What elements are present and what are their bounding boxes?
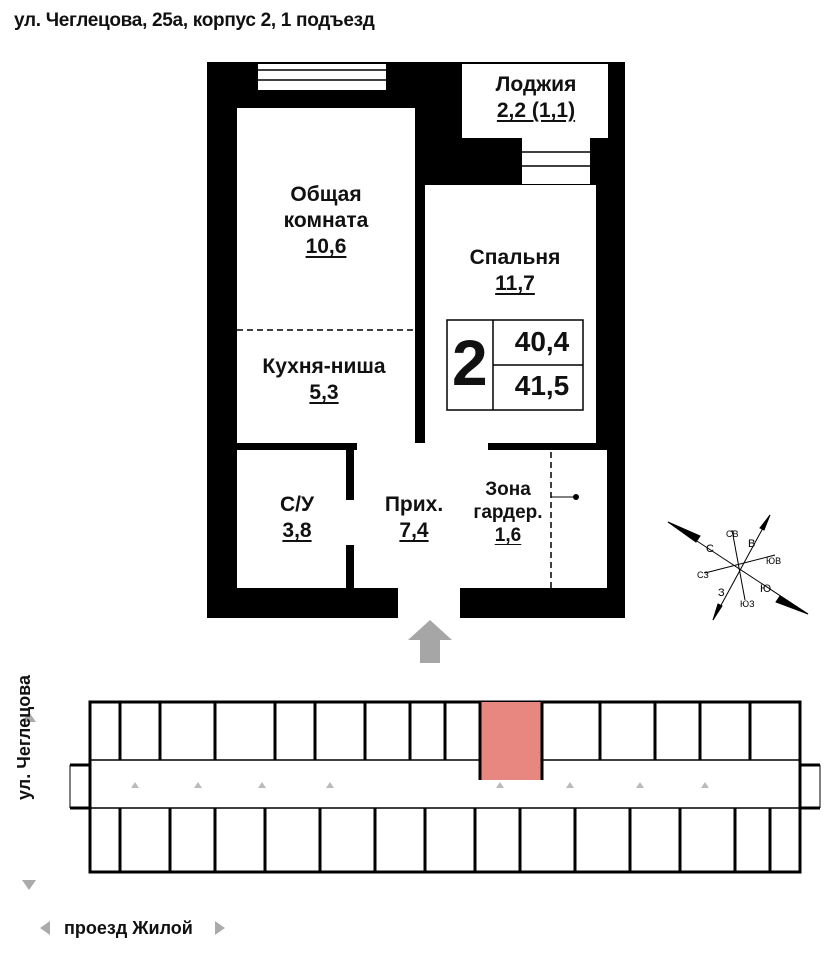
compass-s: Ю bbox=[760, 583, 771, 595]
street-label-vertical: ул. Чеглецова bbox=[14, 674, 34, 800]
room-area: 7,4 bbox=[399, 519, 429, 542]
compass-sw: ЮЗ bbox=[740, 599, 755, 609]
room-bathroom: С/У 3,8 bbox=[280, 492, 314, 544]
room-name: гардер. bbox=[473, 502, 543, 523]
entry-arrow-icon bbox=[408, 620, 452, 663]
room-name: Прих. bbox=[384, 493, 444, 516]
triangle-up-icon bbox=[22, 712, 36, 722]
unit-walls bbox=[118, 702, 772, 872]
triangle-right-icon bbox=[215, 921, 225, 935]
room-area: 11,7 bbox=[495, 272, 535, 295]
address-title: ул. Чеглецова, 25а, корпус 2, 1 подъезд bbox=[14, 10, 375, 31]
room-area: 10,6 bbox=[305, 235, 347, 258]
triangle-left-icon bbox=[40, 921, 50, 935]
room-name: С/У bbox=[279, 493, 315, 516]
room-area: 2,2 (1,1) bbox=[496, 99, 576, 122]
room-name: Общая bbox=[290, 183, 362, 206]
room-kitchen: Кухня-ниша 5,3 bbox=[262, 354, 385, 406]
total-area: 41,5 bbox=[514, 370, 570, 401]
room-name: Лоджия bbox=[495, 73, 577, 96]
room-hallway: Прих. 7,4 bbox=[385, 492, 443, 544]
bathroom-wall bbox=[346, 450, 354, 500]
room-area: 1,6 bbox=[494, 525, 522, 546]
compass-e: В bbox=[748, 538, 755, 550]
room-living: Общая комната 10,6 bbox=[284, 182, 369, 260]
living-kitchen-area bbox=[237, 108, 415, 443]
compass-n: С bbox=[706, 543, 714, 555]
window bbox=[258, 64, 386, 90]
compass-icon bbox=[667, 514, 809, 621]
floor-plan: С СВ В ЮВ Ю ЮЗ З СЗ bbox=[207, 62, 809, 663]
hall-area bbox=[237, 450, 607, 588]
highlighted-apartment bbox=[480, 702, 542, 780]
room-name: комната bbox=[283, 209, 369, 232]
compass-w: З bbox=[718, 587, 725, 599]
loggia-door-window bbox=[522, 138, 590, 184]
triangle-down-icon bbox=[22, 880, 36, 890]
room-loggia: Лоджия 2,2 (1,1) bbox=[496, 72, 577, 124]
room-name: Кухня-ниша bbox=[262, 355, 386, 378]
loggia bbox=[462, 64, 608, 138]
entrance-gap bbox=[398, 586, 460, 620]
living-area: 40,4 bbox=[514, 326, 570, 357]
room-name: Спальня bbox=[469, 246, 561, 269]
building-plan bbox=[69, 700, 821, 874]
compass-nw: СЗ bbox=[697, 570, 709, 580]
room-area: 5,3 bbox=[309, 381, 339, 404]
room-wardrobe: Зона гардер. 1,6 bbox=[473, 478, 542, 547]
rooms-count: 2 bbox=[452, 327, 488, 399]
room-name: Зона bbox=[485, 479, 531, 500]
room-bedroom: Спальня 11,7 bbox=[470, 245, 561, 297]
room-area: 3,8 bbox=[282, 519, 312, 542]
compass-se: ЮВ bbox=[766, 556, 781, 566]
street-label-horizontal: проезд Жилой bbox=[64, 918, 193, 938]
compass-ne: СВ bbox=[726, 529, 739, 539]
